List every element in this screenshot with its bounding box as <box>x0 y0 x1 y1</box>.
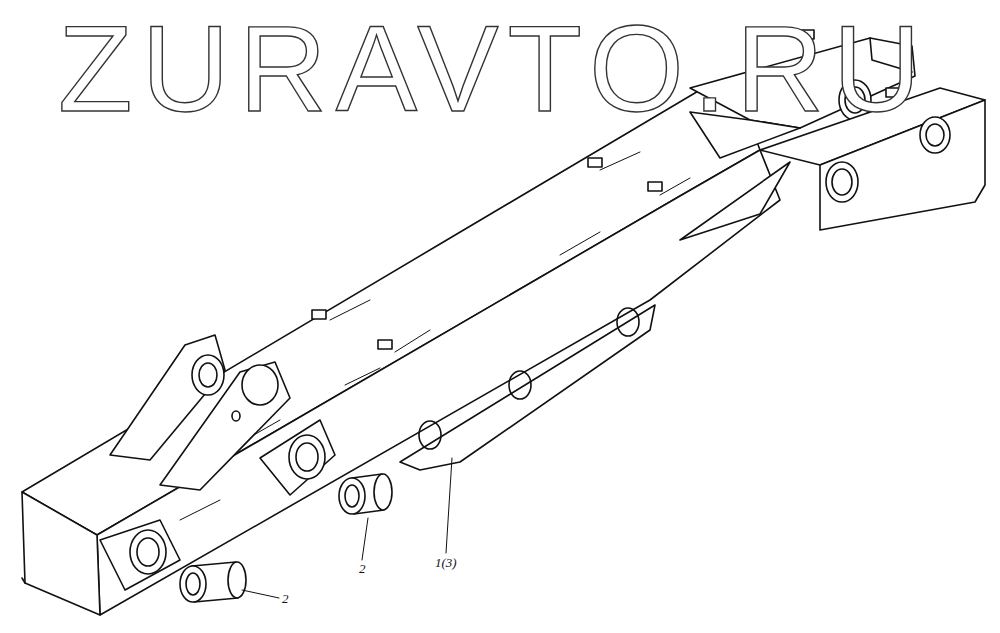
callout-number: 2 <box>358 562 367 575</box>
watermark: ZURAVTO.RU <box>58 8 930 130</box>
callout-number: 1(3) <box>434 556 458 569</box>
callout-number: 2 <box>281 592 290 605</box>
